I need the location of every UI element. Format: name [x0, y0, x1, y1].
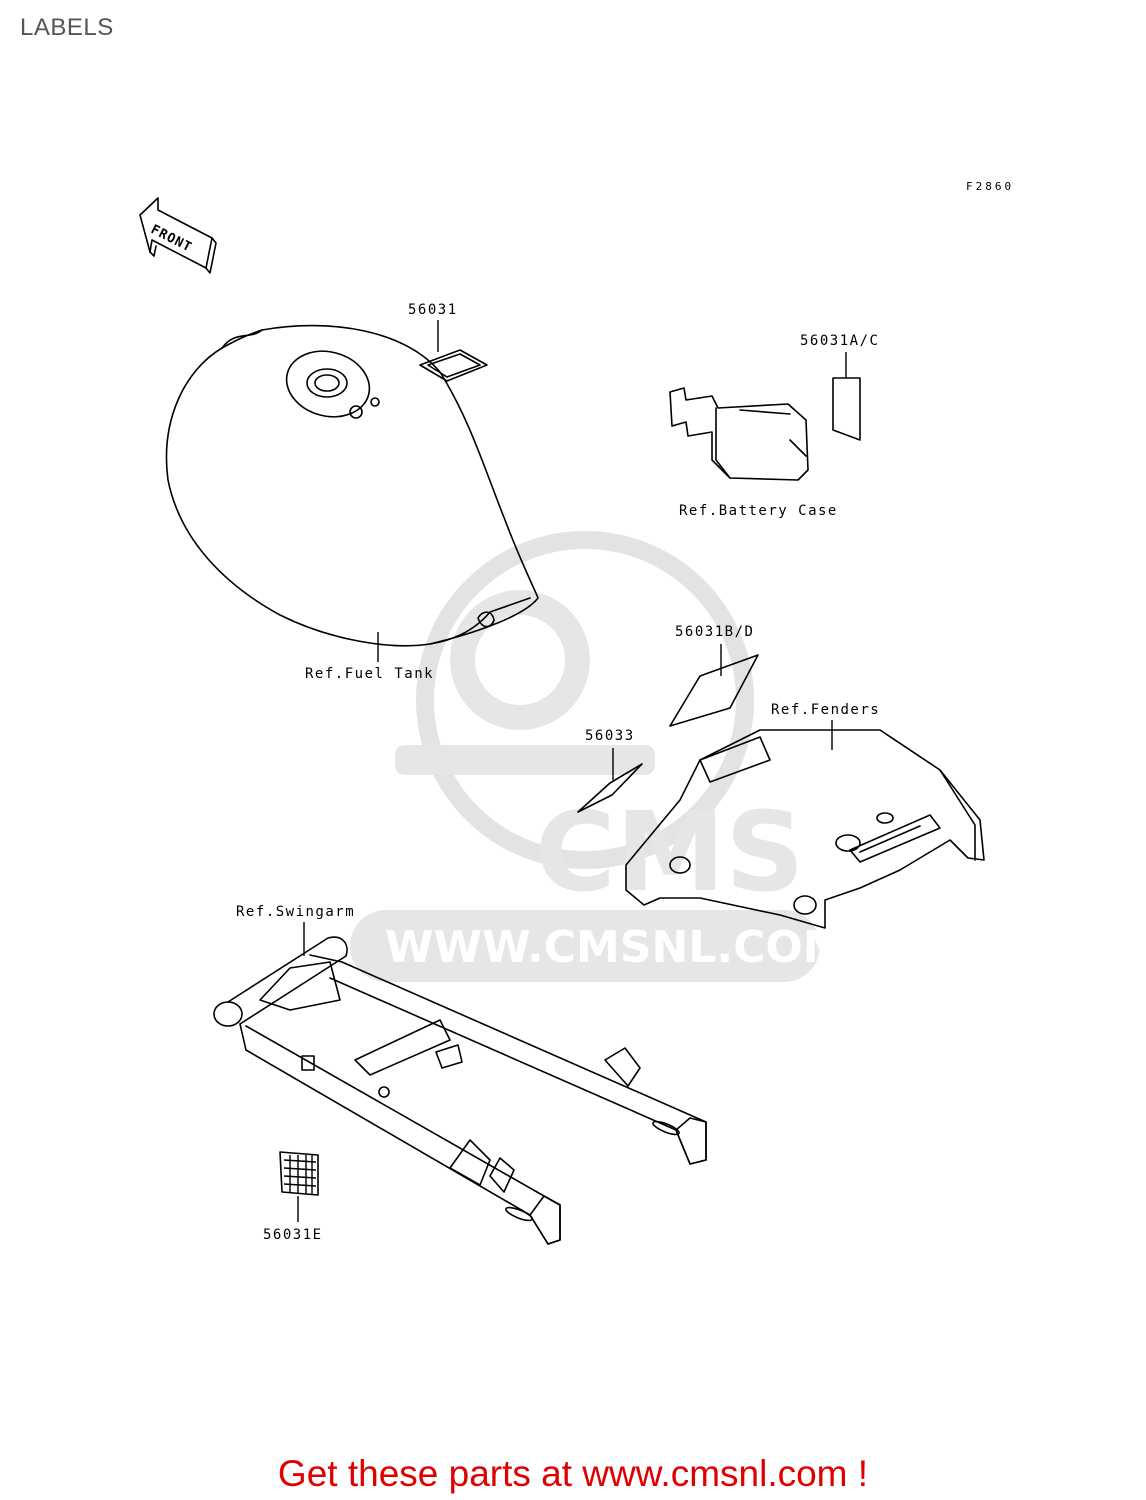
page-title: LABELS	[20, 14, 114, 41]
battery-case	[669, 387, 809, 481]
swingarm	[213, 936, 707, 1245]
cmsnl-watermark: CMS WWW.CMSNL.COM	[350, 531, 847, 982]
ref-fuel-tank: Ref.Fuel Tank	[305, 666, 434, 682]
footer-cta-link[interactable]: Get these parts at www.cmsnl.com !	[277, 1453, 869, 1494]
label-56031bd: 56031B/D	[669, 624, 759, 727]
part-56031e: 56031E	[263, 1227, 323, 1243]
rear-fender	[625, 729, 985, 929]
ref-fenders: Ref.Fenders	[771, 702, 880, 718]
part-56031: 56031	[408, 302, 458, 318]
ref-swingarm: Ref.Swingarm	[236, 904, 355, 920]
label-56033: 56033	[577, 728, 643, 813]
label-56031: 56031	[408, 302, 488, 382]
watermark-brand: CMS	[535, 788, 804, 916]
ref-battery-case: Ref.Battery Case	[679, 503, 838, 519]
label-56031e: 56031E	[263, 1151, 323, 1243]
part-56033: 56033	[585, 728, 635, 744]
label-56031ac: 56031A/C	[800, 333, 879, 441]
part-56031ac: 56031A/C	[800, 333, 879, 349]
front-direction-arrow: FRONT	[139, 197, 217, 274]
watermark-url: WWW.CMSNL.COM	[385, 922, 847, 973]
part-56031bd: 56031B/D	[675, 624, 754, 640]
figure-code: F2860	[966, 180, 1014, 193]
fuel-tank	[165, 324, 539, 647]
